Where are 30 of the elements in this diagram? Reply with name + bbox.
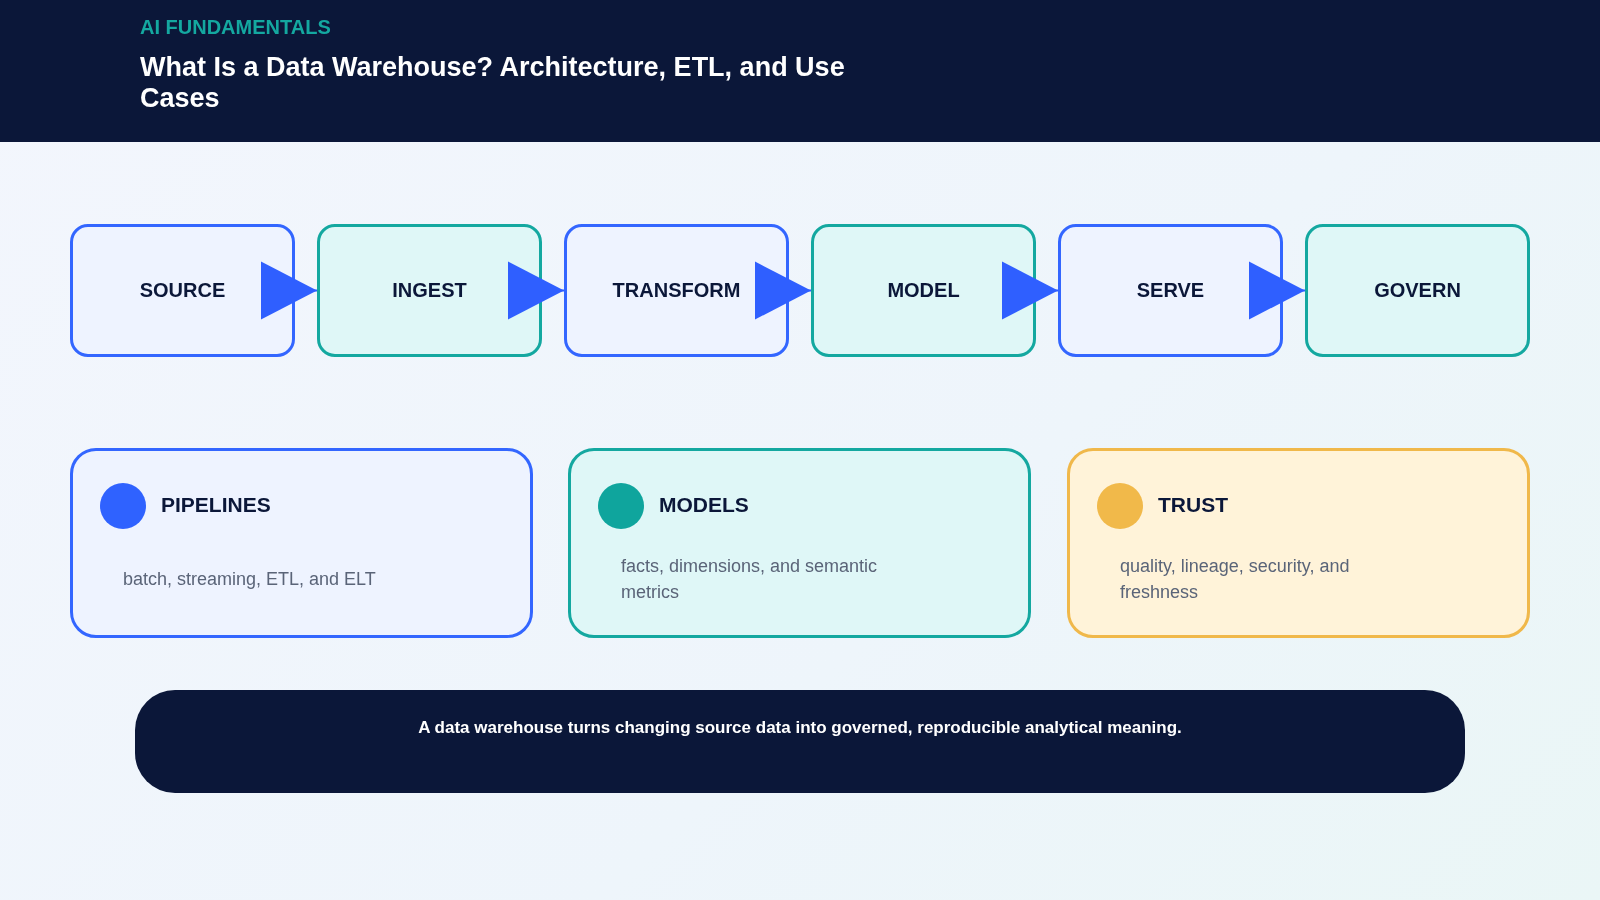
info-card — [568, 448, 1031, 638]
title: What Is a Data Warehouse? Architecture, ETL, and Use Cases — [140, 52, 846, 114]
stage-box — [317, 224, 542, 357]
summary-banner — [135, 690, 1465, 793]
card-description: batch, streaming, ETL, and ELT — [123, 568, 377, 591]
info-card — [70, 448, 533, 638]
stage-box — [1305, 224, 1530, 357]
card-title: MODELS — [659, 493, 749, 517]
info-card — [1067, 448, 1530, 638]
card-title: PIPELINES — [161, 493, 271, 517]
stage-label: TRANSFORM — [612, 279, 741, 302]
card-description: quality, lineage, security, and freshness — [1120, 555, 1351, 604]
stage-box — [70, 224, 295, 357]
arrow — [261, 261, 318, 320]
arrow — [508, 261, 565, 320]
stage-box — [811, 224, 1036, 357]
stage-label: SOURCE — [139, 279, 226, 302]
stage-box — [564, 224, 789, 357]
arrow — [1249, 261, 1306, 320]
card-description: facts, dimensions, and semantic metrics — [621, 555, 879, 604]
arrow — [1002, 261, 1059, 320]
stage-label: SERVE — [1136, 279, 1205, 302]
category-label: AI FUNDAMENTALS — [140, 16, 331, 39]
stage-label: MODEL — [887, 279, 960, 302]
stage-box — [1058, 224, 1283, 357]
stage-label: INGEST — [392, 279, 467, 302]
summary-text: A data warehouse turns changing source data into governed, reproducible analytical meaning. — [418, 718, 1182, 738]
stage-label: GOVERN — [1374, 279, 1461, 302]
arrow — [755, 261, 812, 320]
card-title: TRUST — [1158, 493, 1228, 517]
